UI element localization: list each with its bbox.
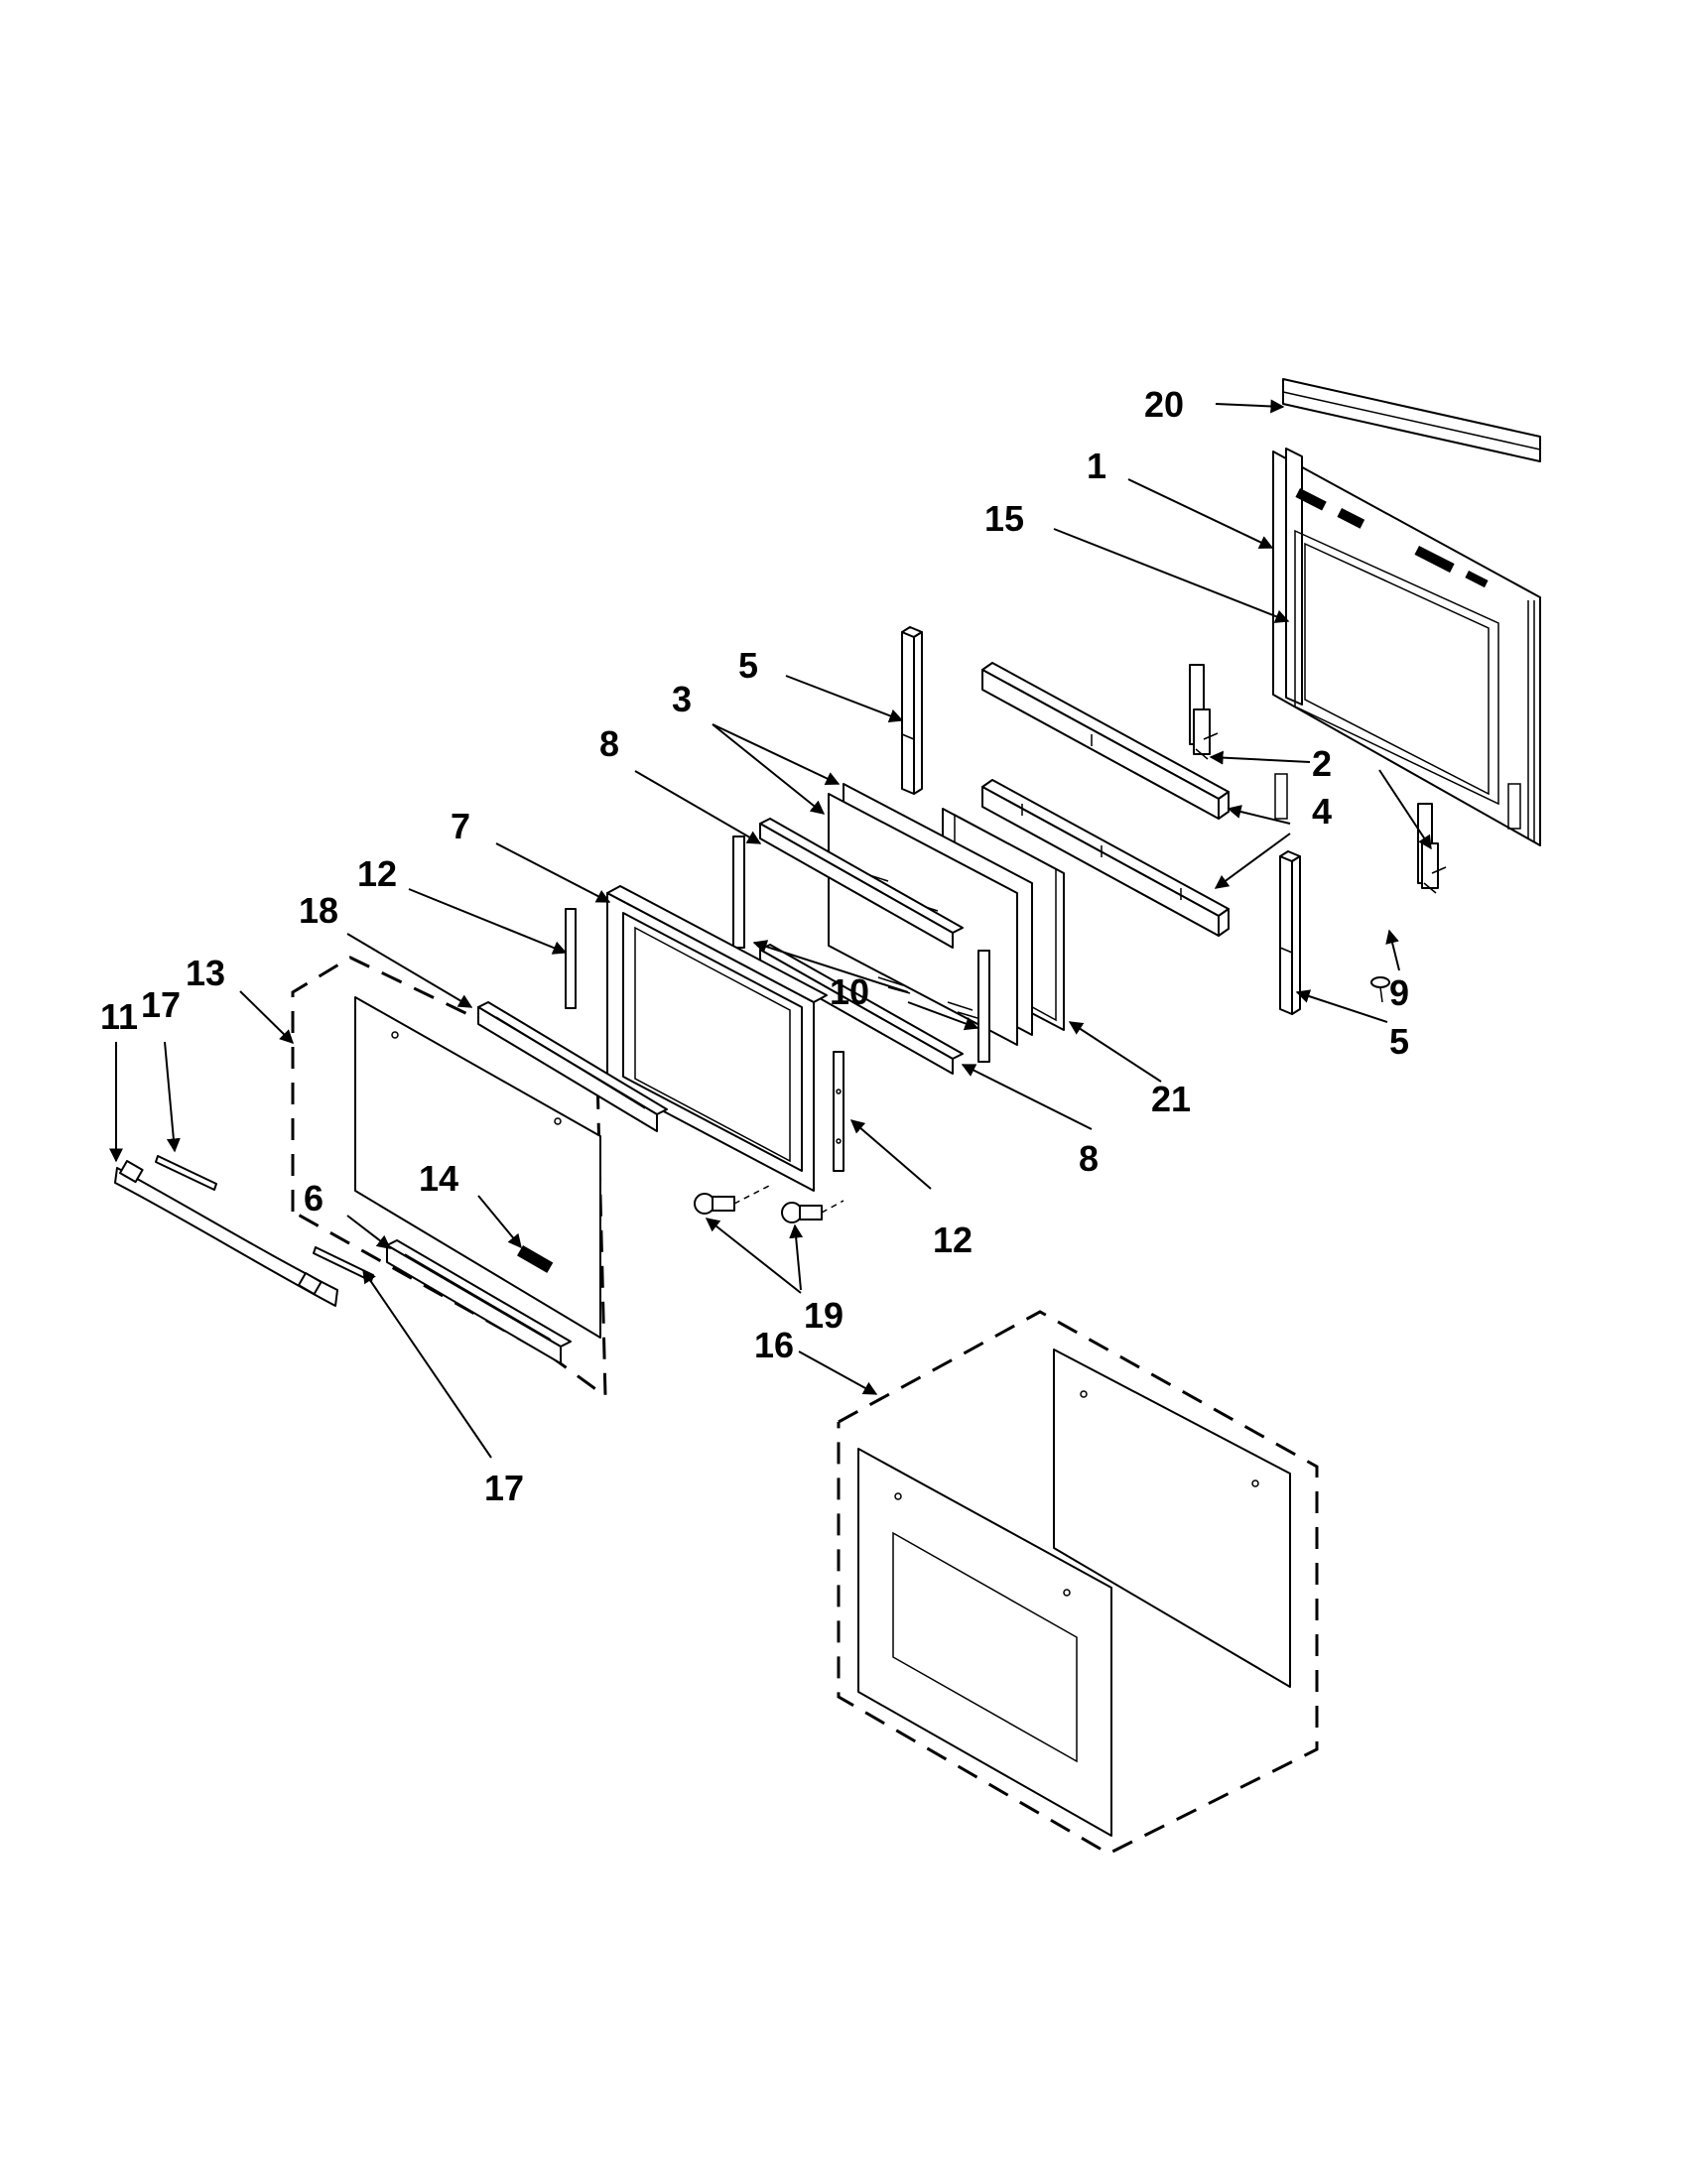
callout-10: 10 [830,971,869,1012]
part-6-bottom-channel [386,1239,572,1364]
callout-17-upper: 17 [141,984,181,1025]
callout-3: 3 [672,679,692,719]
callout-labels: 20 1 15 5 3 8 2 4 7 12 18 13 11 17 10 9 … [100,384,1409,1508]
part-20-top-trim [1282,378,1541,462]
part-1-inner-door [1272,448,1541,846]
callout-16: 16 [754,1325,794,1365]
callout-17-lower: 17 [484,1468,524,1508]
callout-8-lower: 8 [1079,1138,1099,1179]
callout-19: 19 [804,1295,844,1336]
part-4-spacer-rail-lower [981,779,1230,937]
part-5-side-spacer-lower [1279,850,1301,1015]
part-10-clip-left [732,835,745,949]
part-14-outer-glass-panel [354,996,601,1339]
callout-6: 6 [304,1178,324,1219]
part-4-spacer-rail-upper [981,662,1230,820]
part-9-pin [1370,976,1390,1003]
part-18-top-channel [477,1001,668,1132]
callout-7: 7 [451,806,470,846]
part-7-door-frame [606,885,828,1192]
part-19-screw-right [781,1200,844,1223]
callout-14: 14 [419,1158,458,1199]
part-16-door-assembly [837,1310,1319,1856]
callout-15: 15 [984,498,1024,539]
part-19-screw-left [694,1185,770,1215]
part-2-hinge-upper [1189,664,1219,760]
callout-12-lower: 12 [933,1220,973,1260]
callout-13: 13 [186,953,225,993]
leader-lines [109,399,1432,1459]
callout-20: 20 [1144,384,1184,425]
part-10-clip-right [977,950,990,1063]
callout-2: 2 [1312,743,1332,784]
callout-11: 11 [100,996,138,1037]
part-2-hinge-lower [1417,803,1447,894]
part-12-side-bracket-left [565,908,577,1009]
part-8-bracket-upper [759,818,964,949]
callout-12-upper: 12 [357,853,397,894]
callout-8-upper: 8 [599,723,619,764]
part-12-side-bracket-right [833,1051,844,1172]
part-11-door-handle [114,1160,338,1307]
callout-1: 1 [1087,446,1106,486]
callout-9: 9 [1389,972,1409,1013]
part-17-handle-spacer-upper [155,1155,217,1191]
callout-5-lower: 5 [1389,1021,1409,1062]
part-5-side-spacer-upper [901,626,923,795]
callout-21: 21 [1151,1079,1191,1119]
callout-5-upper: 5 [738,645,758,686]
callout-18: 18 [299,890,338,931]
callout-4: 4 [1312,791,1332,832]
